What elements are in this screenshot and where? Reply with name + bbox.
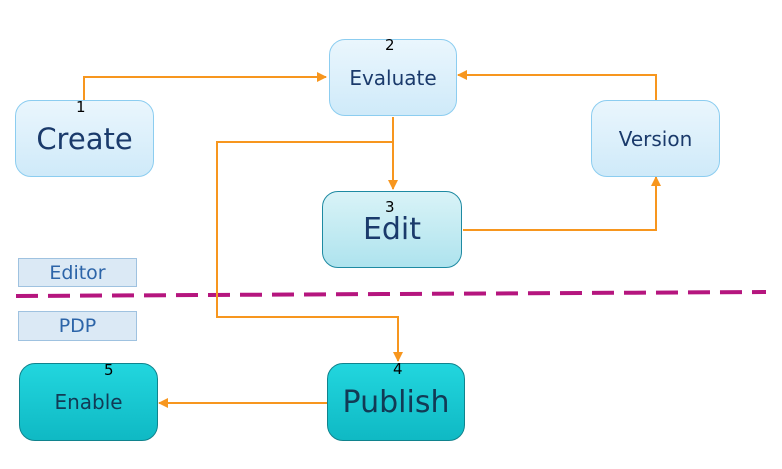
node-edit-number: 3 (385, 198, 395, 216)
node-enable[interactable]: Enable (19, 363, 158, 441)
lane-divider-line (15, 290, 767, 298)
node-enable-number: 5 (104, 361, 114, 379)
arrow-evaluate-to-publish (216, 141, 403, 362)
node-publish-label: Publish (342, 384, 450, 420)
lane-label-pdp: PDP (18, 311, 137, 341)
lane-label-editor-text: Editor (49, 261, 106, 284)
lane-label-pdp-text: PDP (58, 315, 97, 337)
arrow-edit-to-version (463, 176, 661, 231)
node-edit[interactable]: Edit (322, 191, 462, 268)
node-create[interactable]: Create (15, 100, 154, 177)
lane-label-editor: Editor (18, 258, 137, 287)
node-evaluate-label: Evaluate (349, 65, 437, 90)
node-evaluate[interactable]: Evaluate (329, 39, 457, 116)
node-version[interactable]: Version (591, 100, 720, 177)
node-create-label: Create (36, 121, 133, 156)
arrow-version-to-evaluate (457, 70, 657, 100)
arrow-create-to-evaluate (83, 72, 327, 100)
node-edit-label: Edit (362, 212, 422, 247)
node-create-number: 1 (76, 98, 86, 116)
node-evaluate-number: 2 (385, 36, 395, 54)
node-enable-label: Enable (54, 390, 123, 414)
node-publish-number: 4 (393, 360, 403, 378)
node-publish[interactable]: Publish (327, 363, 465, 441)
node-version-label: Version (618, 126, 693, 151)
